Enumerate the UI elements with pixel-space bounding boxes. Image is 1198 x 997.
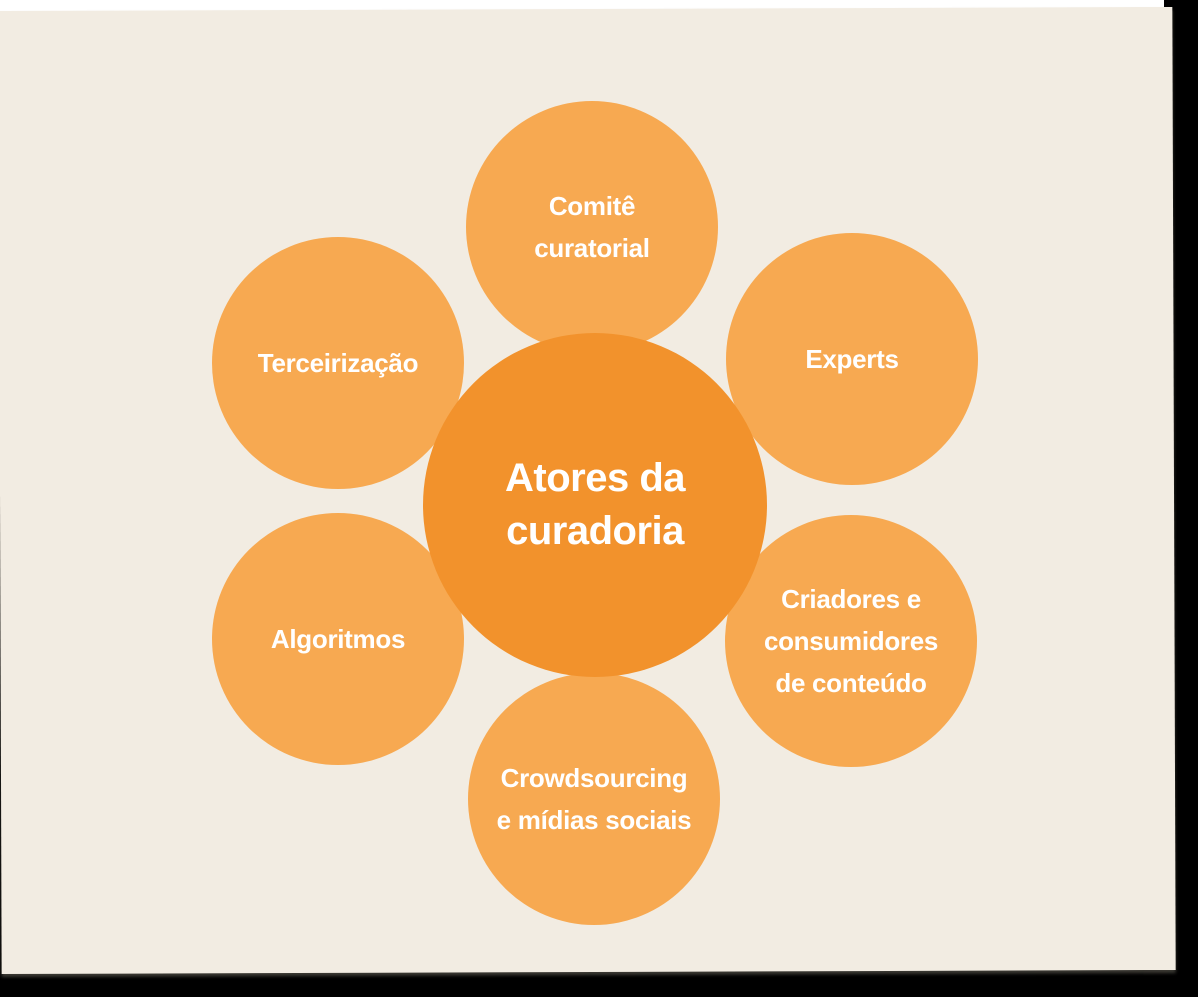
center-label: Atores da curadoria <box>505 456 686 553</box>
center-circle-curation-actors: Atores da curadoria <box>423 333 767 677</box>
satellite-label: Crowdsourcing e mídias sociais <box>496 763 692 835</box>
satellite-label: Terceirização <box>257 348 419 378</box>
satellite-label: Algoritmos <box>270 624 406 654</box>
satellite-label: Experts <box>805 344 899 374</box>
satellite-circle-experts: Experts <box>726 233 978 485</box>
satellite-circle-creators-consumers: Criadores e consumidores de conteúdo <box>725 515 977 767</box>
satellite-label: Comitê curatorial <box>534 191 650 263</box>
satellite-circle-algorithms: Algoritmos <box>212 513 464 765</box>
satellite-circle-curatorial-committee: Comitê curatorial <box>466 101 718 353</box>
satellite-circle-outsourcing: Terceirização <box>212 237 464 489</box>
satellite-label: Criadores e consumidores de conteúdo <box>763 584 939 698</box>
satellite-circle-crowdsourcing-social-media: Crowdsourcing e mídias sociais <box>468 673 720 925</box>
